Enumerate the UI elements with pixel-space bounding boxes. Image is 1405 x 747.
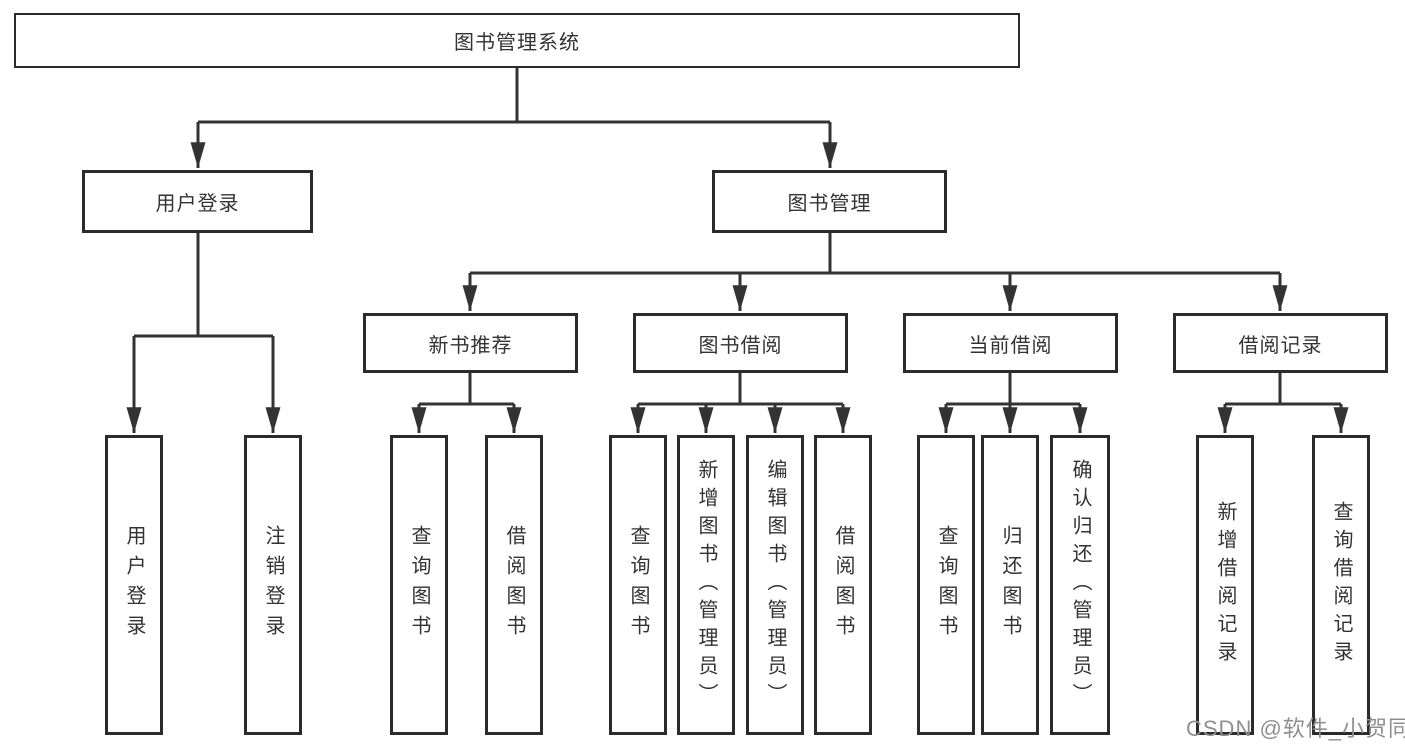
node-label: 当前借阅 xyxy=(968,334,1053,357)
node-book-management: 图书管理 xyxy=(712,170,947,233)
csdn-watermark: CSDN @软件_小贺同学 xyxy=(1186,716,1405,741)
leaf-add-borrow-record: 新增借阅记录 xyxy=(1196,435,1254,735)
leaf-label: 归还图书 xyxy=(999,525,1021,645)
leaf-edit-books-admin: 编辑图书（管理员） xyxy=(746,435,804,735)
connector-userlogin-to-leaves xyxy=(126,233,281,434)
leaf-label: 用户登录 xyxy=(123,525,145,645)
leaf-current-query-books: 查询图书 xyxy=(917,435,975,735)
node-current-borrowing: 当前借阅 xyxy=(903,313,1118,373)
leaf-label: 新增图书（管理员） xyxy=(695,459,717,711)
node-label: 借阅记录 xyxy=(1238,334,1323,357)
leaf-label: 查询图书 xyxy=(408,525,430,645)
leaf-label: 查询借阅记录 xyxy=(1330,501,1352,669)
leaf-label: 注销登录 xyxy=(262,525,284,645)
node-user-login: 用户登录 xyxy=(82,170,313,233)
connector-bookmgmt-to-level3 xyxy=(462,233,1288,312)
node-new-book-recommendation: 新书推荐 xyxy=(363,313,578,373)
connector-root-to-level2 xyxy=(190,68,838,168)
leaf-label: 编辑图书（管理员） xyxy=(764,459,786,711)
leaf-label: 借阅图书 xyxy=(503,525,525,645)
leaf-label: 借阅图书 xyxy=(832,525,854,645)
node-label: 图书借阅 xyxy=(698,334,783,357)
leaf-label: 查询图书 xyxy=(627,525,649,645)
leaf-query-borrow-record: 查询借阅记录 xyxy=(1312,435,1370,735)
leaf-label: 新增借阅记录 xyxy=(1214,501,1236,669)
leaf-label: 确认归还（管理员） xyxy=(1069,459,1091,711)
connector-bookborrow-to-leaves xyxy=(630,373,851,434)
leaf-borrow-books: 借阅图书 xyxy=(814,435,872,735)
node-label: 图书管理系统 xyxy=(454,32,580,54)
leaf-logout: 注销登录 xyxy=(244,435,302,735)
connector-borrowrecord-to-leaves xyxy=(1217,373,1349,434)
leaf-user-login: 用户登录 xyxy=(105,435,163,735)
node-library-management-system: 图书管理系统 xyxy=(14,13,1020,68)
connector-newbook-to-leaves xyxy=(411,373,522,434)
leaf-confirm-return-admin: 确认归还（管理员） xyxy=(1050,435,1110,735)
node-label: 用户登录 xyxy=(155,193,240,215)
leaf-borrow-query-books: 查询图书 xyxy=(609,435,667,735)
node-label: 图书管理 xyxy=(787,193,872,215)
leaf-add-books-admin: 新增图书（管理员） xyxy=(677,435,735,735)
leaf-label: 查询图书 xyxy=(935,525,957,645)
node-label: 新书推荐 xyxy=(428,334,513,357)
node-book-borrowing: 图书借阅 xyxy=(633,313,848,373)
node-borrowing-records: 借阅记录 xyxy=(1173,313,1388,373)
leaf-newbook-borrow-books: 借阅图书 xyxy=(485,435,543,735)
leaf-newbook-query-books: 查询图书 xyxy=(390,435,448,735)
leaf-return-books: 归还图书 xyxy=(981,435,1039,735)
connector-currentborrow-to-leaves xyxy=(938,373,1088,434)
